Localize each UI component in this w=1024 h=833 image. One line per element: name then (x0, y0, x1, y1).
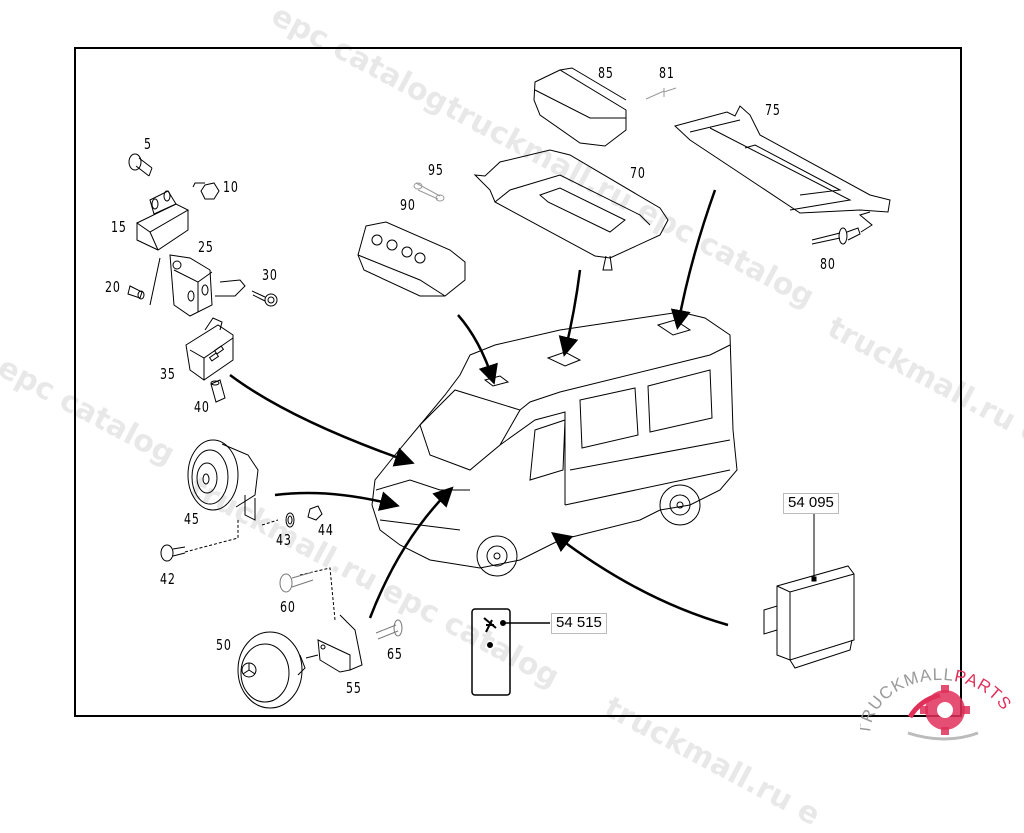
part-42-bolt[interactable] (160, 544, 186, 562)
van-illustration (371, 311, 738, 577)
part-85-interior-light[interactable] (533, 67, 627, 147)
control-unit-54095[interactable] (763, 512, 855, 669)
part-44-nut[interactable] (307, 505, 323, 521)
emergency-switch-54515[interactable] (471, 608, 550, 696)
part-95-bulb[interactable] (413, 182, 445, 202)
part-60-bolt[interactable] (279, 571, 314, 593)
part-65-screw[interactable] (375, 619, 403, 640)
part-25-bracket[interactable] (149, 254, 246, 317)
part-81-rivet[interactable] (645, 87, 677, 100)
part-15-bracket[interactable] (136, 190, 190, 251)
callout-10[interactable]: 10 (223, 178, 239, 196)
part-35-switch-housing[interactable] (185, 317, 234, 381)
callout-5[interactable]: 5 (144, 135, 152, 153)
part-90-control-panel[interactable] (357, 221, 466, 297)
callout-20[interactable]: 20 (105, 278, 121, 296)
part-80-rivet[interactable] (811, 211, 873, 245)
callout-85[interactable]: 85 (598, 64, 614, 82)
callout-15[interactable]: 15 (111, 218, 127, 236)
callout-55[interactable]: 55 (346, 679, 362, 697)
callout-90[interactable]: 90 (400, 196, 416, 214)
part-20-plug[interactable] (127, 285, 145, 300)
callout-80[interactable]: 80 (820, 255, 836, 273)
callout-43[interactable]: 43 (276, 531, 292, 549)
reference-54095[interactable]: 54 095 (783, 493, 839, 514)
part-10-nut[interactable] (192, 182, 220, 200)
truckmall-parts-logo: TRUCKMALLPARTS (860, 665, 1015, 741)
part-40-plug[interactable] (210, 379, 226, 403)
callout-75[interactable]: 75 (765, 101, 781, 119)
callout-35[interactable]: 35 (160, 365, 176, 383)
callout-30[interactable]: 30 (262, 266, 278, 284)
callout-25[interactable]: 25 (198, 238, 214, 256)
callout-44[interactable]: 44 (318, 521, 334, 539)
part-75-rear-tray[interactable] (674, 105, 891, 214)
part-45-horn[interactable] (187, 439, 259, 521)
callout-42[interactable]: 42 (160, 570, 176, 588)
callout-45[interactable]: 45 (184, 510, 200, 528)
part-5-bolt[interactable] (128, 153, 153, 177)
part-55-bracket[interactable] (305, 614, 363, 673)
part-43-washer[interactable] (285, 512, 295, 528)
callout-50[interactable]: 50 (216, 636, 232, 654)
gear-icon (907, 685, 979, 741)
part-50-horn[interactable] (237, 631, 306, 709)
diagram-frame (74, 47, 962, 717)
parts-illustration (127, 67, 891, 709)
callout-95[interactable]: 95 (428, 161, 444, 179)
reference-54515[interactable]: 54 515 (551, 613, 607, 634)
callout-40[interactable]: 40 (194, 398, 210, 416)
callout-81[interactable]: 81 (659, 64, 675, 82)
leader-lines (184, 518, 336, 621)
part-70-tray[interactable] (473, 149, 669, 271)
part-30-screw[interactable] (251, 290, 278, 307)
leader-arrows (229, 189, 729, 627)
callout-60[interactable]: 60 (280, 598, 296, 616)
callout-70[interactable]: 70 (630, 164, 646, 182)
callout-65[interactable]: 65 (387, 645, 403, 663)
